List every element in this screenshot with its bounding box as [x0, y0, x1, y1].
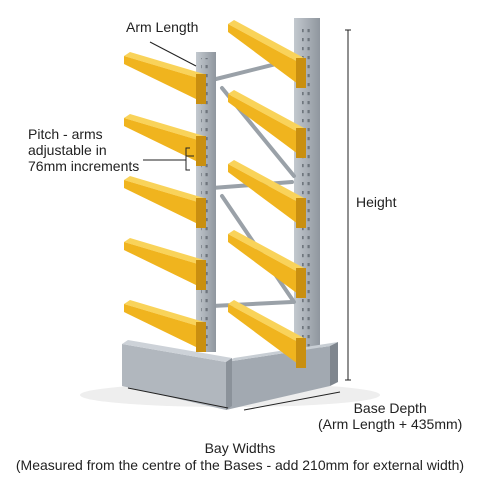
back-arm-3	[228, 160, 306, 228]
front-arm-3	[124, 176, 206, 228]
back-arm-1	[228, 20, 306, 88]
pitch-label-line1: Pitch - arms	[28, 126, 103, 142]
front-arm-2	[124, 114, 206, 166]
front-base	[122, 340, 232, 410]
back-arms	[228, 20, 306, 368]
bay-widths-label: Bay Widths (Measured from the centre of …	[0, 440, 480, 474]
pitch-label: Pitch - arms adjustable in 76mm incremen…	[28, 126, 139, 174]
dimension-lines	[127, 29, 351, 411]
front-arm-1	[124, 52, 206, 104]
arm-length-leader	[149, 41, 197, 67]
bay-widths-title: Bay Widths	[204, 440, 276, 456]
back-arm-4	[228, 230, 306, 298]
pitch-label-line3: 76mm increments	[28, 158, 140, 174]
front-arm-4	[124, 238, 206, 290]
height-label: Height	[356, 194, 397, 210]
back-arm-2	[228, 90, 306, 158]
arm-length-label: Arm Length	[126, 19, 199, 35]
bay-widths-note: (Measured from the centre of the Bases -…	[15, 457, 465, 473]
base-depth-title: Base Depth	[353, 400, 427, 416]
front-arm-5	[124, 300, 206, 352]
front-arms	[124, 52, 206, 352]
back-arm-5	[228, 300, 306, 368]
base-depth-dimension	[243, 391, 341, 411]
pitch-bracket	[185, 147, 190, 171]
bay-width-dimension	[127, 387, 229, 409]
pitch-label-line2: adjustable in	[28, 142, 107, 158]
base-depth-note: (Arm Length + 435mm)	[318, 416, 463, 432]
base-depth-label: Base Depth (Arm Length + 435mm)	[318, 400, 462, 432]
